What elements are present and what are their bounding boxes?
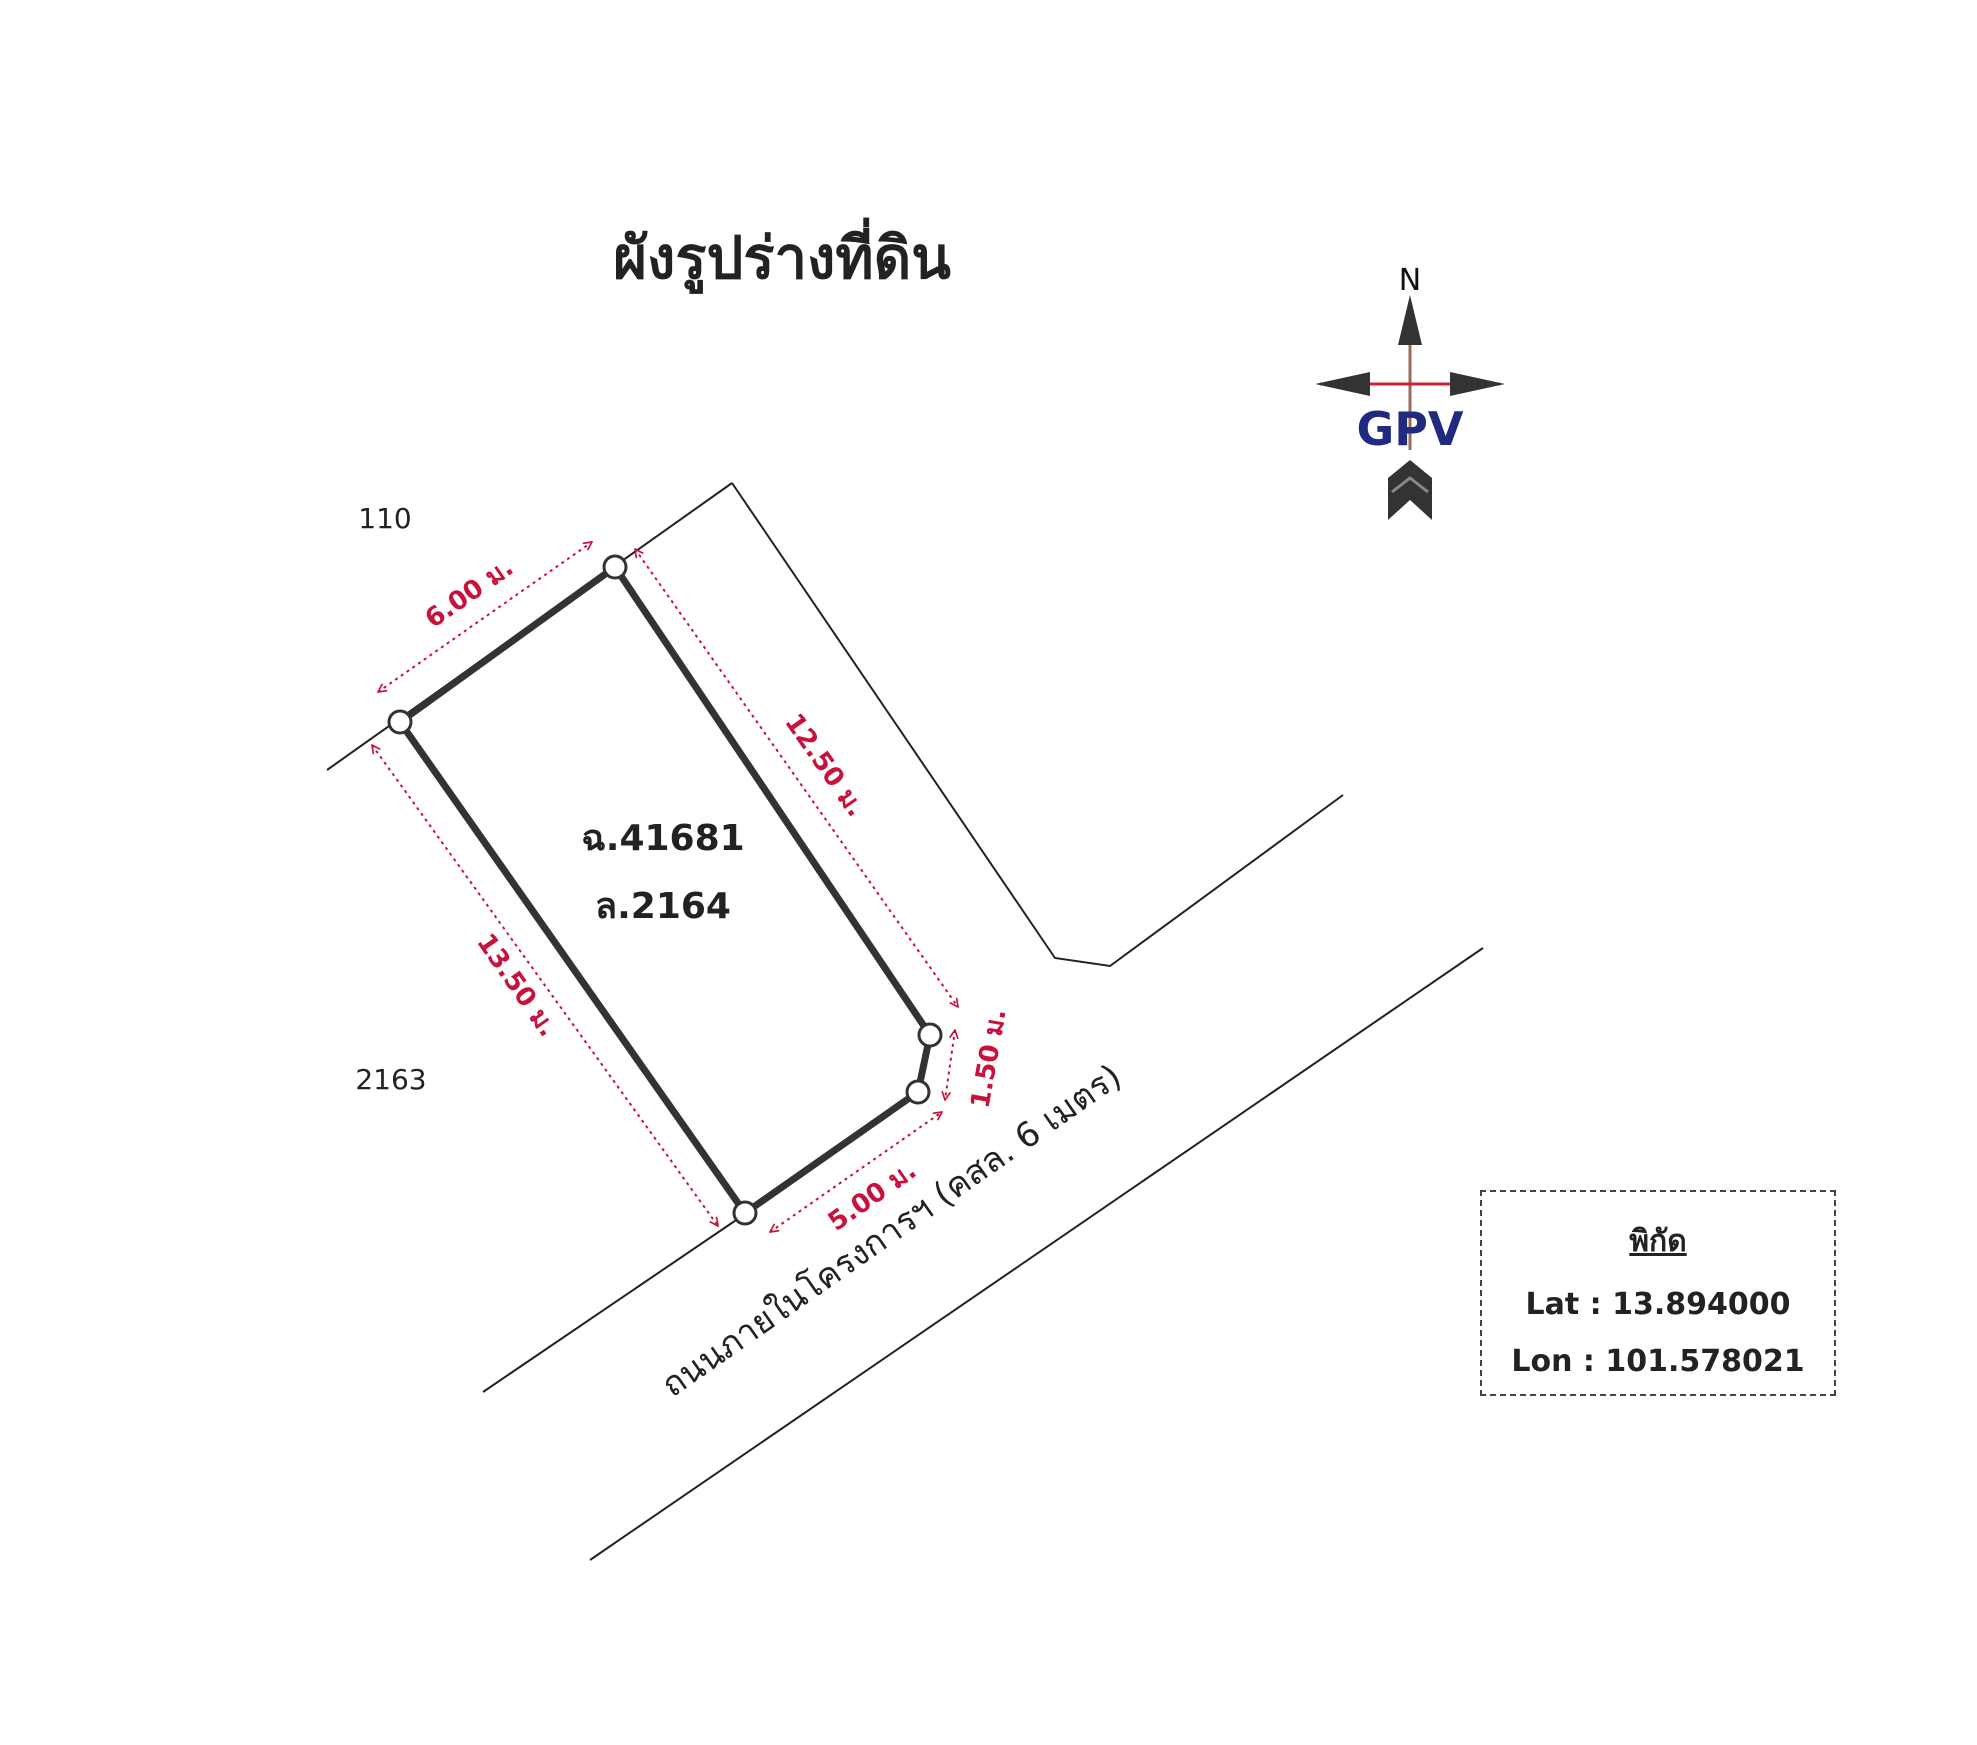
coordinates-heading: พิกัด — [1629, 1224, 1687, 1259]
surrounding-boundaries — [326, 482, 1484, 1561]
north-arrow-icon — [1398, 295, 1422, 345]
boundary-marker — [905, 1079, 931, 1105]
dimension-label-top: 6.00 ม. — [420, 552, 519, 634]
boundary-marker — [387, 709, 413, 735]
road-edge-far — [589, 947, 1484, 1561]
east-arrow-icon — [1450, 372, 1505, 396]
boundary-markers — [387, 554, 943, 1226]
coordinates-box: พิกัด Lat : 13.894000 Lon : 101.578021 — [1480, 1190, 1836, 1396]
neighbor-plot-label: 110 — [358, 502, 411, 535]
boundary-marker — [732, 1200, 758, 1226]
dimension-line-left — [372, 745, 718, 1226]
latitude-value: Lat : 13.894000 — [1525, 1287, 1791, 1322]
boundary-marker — [602, 554, 628, 580]
compass-tail-chevron — [1391, 476, 1429, 494]
dimension-line-top — [378, 542, 592, 692]
lot-number-label: ล.2164 — [595, 886, 731, 927]
north-compass: N GPV — [1315, 263, 1505, 520]
road-edge-near — [482, 1211, 749, 1393]
deed-number-label: ฉ.41681 — [581, 818, 744, 859]
neighbor-boundary-right — [731, 482, 1344, 968]
dimension-label-short: 1.50 ม. — [966, 1007, 1013, 1111]
gpv-logo: GPV — [1356, 402, 1463, 456]
page-title: ผังรูปร่างที่ดิน — [613, 217, 951, 294]
boundary-marker — [917, 1022, 943, 1048]
longitude-value: Lon : 101.578021 — [1511, 1344, 1805, 1379]
neighbor-plot-label: 2163 — [355, 1063, 426, 1096]
west-arrow-icon — [1315, 372, 1370, 396]
north-label: N — [1399, 263, 1421, 298]
dimension-label-right: 12.50 ม. — [778, 708, 870, 822]
dimension-line-short — [945, 1030, 955, 1100]
compass-tail-icon — [1388, 460, 1432, 520]
dimension-lines — [372, 542, 958, 1232]
dimension-line-right — [635, 549, 958, 1007]
